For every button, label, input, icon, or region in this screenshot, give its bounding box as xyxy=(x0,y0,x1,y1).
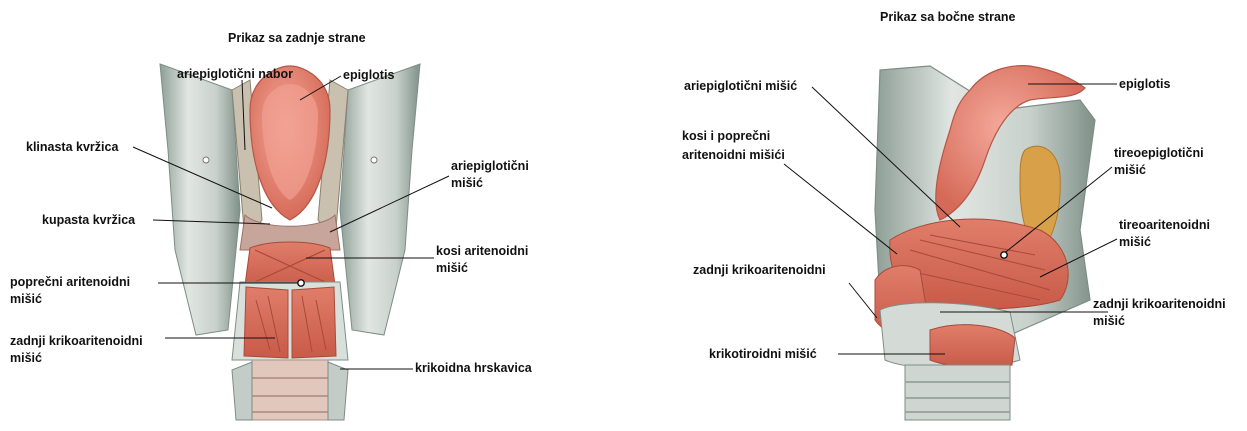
label-posterior-cricoarytenoid-lateral-left: zadnji krikoaritenoidni xyxy=(693,263,826,278)
label-oblique-arytenoid-line2: mišić xyxy=(436,261,468,276)
marker-transverse-arytenoid xyxy=(298,280,304,286)
label-thyroarytenoid-line2: mišić xyxy=(1119,235,1151,250)
label-posterior-cricoarytenoid-line2: mišić xyxy=(10,351,42,366)
label-posterior-cricoarytenoid-lateral-right-line1: zadnji krikoaritenoidni xyxy=(1093,297,1226,312)
lateral-view-title: Prikaz sa bočne strane xyxy=(880,10,1015,24)
label-oblique-arytenoid-line1: kosi aritenoidni xyxy=(436,244,528,259)
label-epiglottis-posterior: epiglotis xyxy=(343,68,394,83)
label-oblique-transverse-line2: aritenoidni mišići xyxy=(682,148,785,163)
label-epiglottis-lateral: epiglotis xyxy=(1119,77,1170,92)
label-thyroarytenoid-line1: tireoaritenoidni xyxy=(1119,218,1210,233)
cricothyroid-shape xyxy=(930,325,1015,368)
label-transverse-arytenoid-line2: mišić xyxy=(10,292,42,307)
left-thyroid-lamina xyxy=(160,64,240,335)
label-oblique-transverse-line1: kosi i poprečni xyxy=(682,129,770,144)
label-cricoid: krikoidna hrskavica xyxy=(415,361,532,376)
label-thyroepiglottic-line2: mišić xyxy=(1114,163,1146,178)
posterior-cricoarytenoid-left xyxy=(244,287,288,358)
posterior-cricoarytenoid-right xyxy=(292,287,336,358)
label-thyroepiglottic-line1: tireoepiglotični xyxy=(1114,146,1204,161)
lateral-larynx-illustration xyxy=(875,66,1095,420)
label-transverse-arytenoid-line1: poprečni aritenoidni xyxy=(10,275,130,290)
label-cricothyroid: krikotiroidni mišić xyxy=(709,347,817,362)
label-corniculate: kupasta kvržica xyxy=(42,213,135,228)
posterior-larynx-illustration xyxy=(160,64,420,420)
label-posterior-cricoarytenoid-lateral-right-line2: mišić xyxy=(1093,314,1125,329)
label-aryepiglottic-muscle-lateral: ariepiglotični mišić xyxy=(684,79,797,94)
label-aryepiglottic-muscle-line2: mišić xyxy=(451,176,483,191)
posterior-view-title: Prikaz sa zadnje strane xyxy=(228,31,366,45)
label-cuneiform: klinasta kvržica xyxy=(26,140,118,155)
right-thyroid-lamina xyxy=(340,64,420,335)
label-aryepiglottic-muscle-line1: ariepiglotični xyxy=(451,159,529,174)
label-posterior-cricoarytenoid-line1: zadnji krikoaritenoidni xyxy=(10,334,143,349)
label-aryepiglottic-fold: ariepiglotični nabor xyxy=(177,67,293,82)
marker-thyroepiglottic xyxy=(1001,252,1007,258)
